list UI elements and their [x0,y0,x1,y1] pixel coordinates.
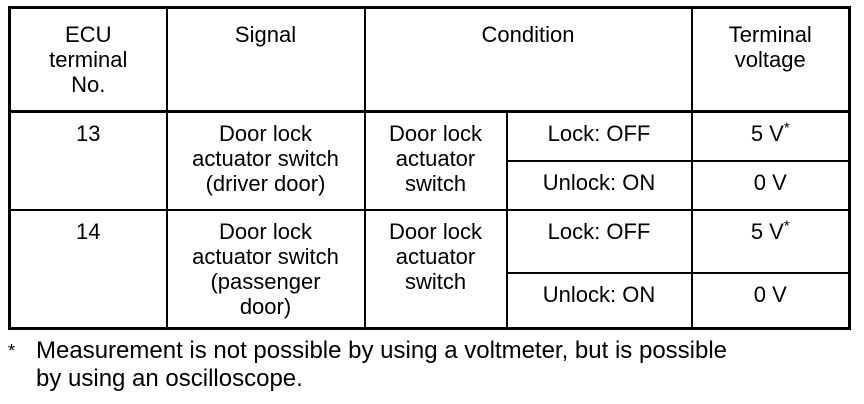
header-ecu-terminal-no: ECU terminal No. [8,6,168,113]
voltage-cell: 5 V* [690,110,851,162]
header-condition: Condition [363,6,693,113]
header-signal: Signal [165,6,366,113]
signal-cell: Door lock actuator switch (driver door) [165,110,366,211]
table-header-row: ECU terminal No. Signal Condition Termin… [8,6,851,113]
voltage-value: 0 V [753,281,787,307]
table-row-terminal-13-unlock: Unlock: ON 0 V [10,159,851,211]
header-terminal-voltage: Terminal voltage [690,6,851,113]
footnote: * Measurement is not possible by using a… [8,337,852,393]
condition-state-cell: Lock: OFF [505,110,693,162]
voltage-cell: 0 V [690,271,851,330]
signal-cell: Door lock actuator switch (passenger doo… [165,208,366,330]
condition-state-cell: Unlock: ON [505,271,693,330]
voltage-value: 5 V [750,218,784,244]
terminal-no-cell: 14 [8,208,168,330]
table-row-terminal-14-unlock: Unlock: ON 0 V [10,271,851,330]
table-row-terminal-14-lock: 14 Door lock actuator switch (passenger … [8,208,851,330]
voltage-value: 0 V [753,169,787,195]
voltage-value: 5 V [750,121,784,146]
table-row-terminal-13-lock: 13 Door lock actuator switch (driver doo… [8,110,851,211]
terminal-no-cell: 13 [8,110,168,211]
condition-state-cell: Lock: OFF [505,208,693,274]
voltage-footnote-marker: * [783,217,790,235]
footnote-text: Measurement is not possible by using a v… [36,337,728,392]
condition-device-cell: Door lock actuator switch [363,208,508,330]
voltage-footnote-marker: * [783,119,790,137]
ecu-terminal-voltage-table: ECU terminal No. Signal Condition Termin… [8,6,852,330]
condition-device-cell: Door lock actuator switch [363,110,508,211]
voltage-cell: 0 V [690,159,851,211]
condition-state-cell: Unlock: ON [505,159,693,211]
voltage-cell: 5 V* [690,208,851,274]
footnote-asterisk: * [8,341,16,361]
